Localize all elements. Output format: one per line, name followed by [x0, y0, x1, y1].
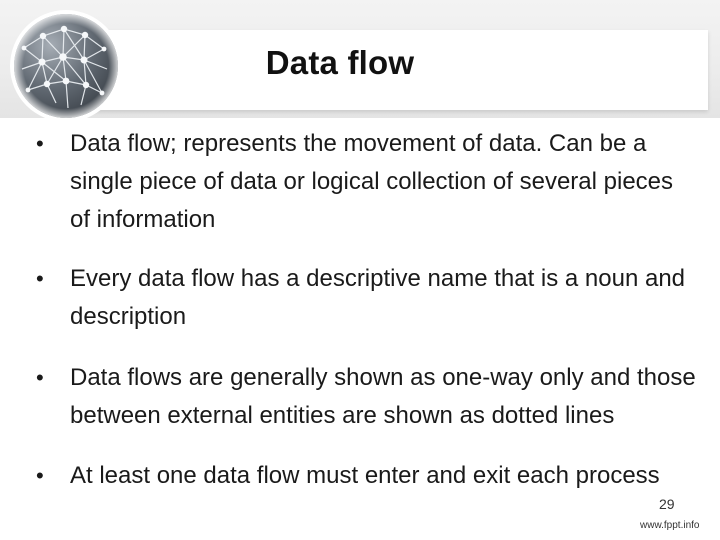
bullet-glyph: •	[36, 365, 44, 390]
page-number: 29	[659, 496, 675, 512]
bullet-text-4: At least one data flow must enter and ex…	[70, 462, 660, 489]
bullet-term-data-flow: Data flow	[70, 130, 171, 157]
bullet-item-2: • Every data flow has a descriptive name…	[36, 260, 696, 336]
bullet-item-3: • Data flows are generally shown as one-…	[36, 359, 696, 435]
bullet-glyph: •	[36, 266, 44, 291]
slide-title: Data flow	[265, 44, 415, 81]
footer-site-url: www.fppt.info	[640, 520, 700, 531]
bullet-text-1: ; represents the movement of data. Can b…	[70, 130, 674, 233]
network-globe-icon	[10, 10, 122, 122]
bullet-item-1: • Data flow; represents the movement of …	[36, 125, 696, 239]
bullet-glyph: •	[36, 131, 44, 156]
bullet-text-2: Every data flow has a descriptive name t…	[70, 265, 686, 330]
bullet-item-4: • At least one data flow must enter and …	[36, 457, 696, 495]
bullet-glyph: •	[36, 463, 44, 488]
bullet-text-3: Data flows are generally shown as one-wa…	[70, 364, 696, 429]
title-box	[92, 30, 708, 110]
bullet-list: • Data flow; represents the movement of …	[36, 125, 696, 517]
